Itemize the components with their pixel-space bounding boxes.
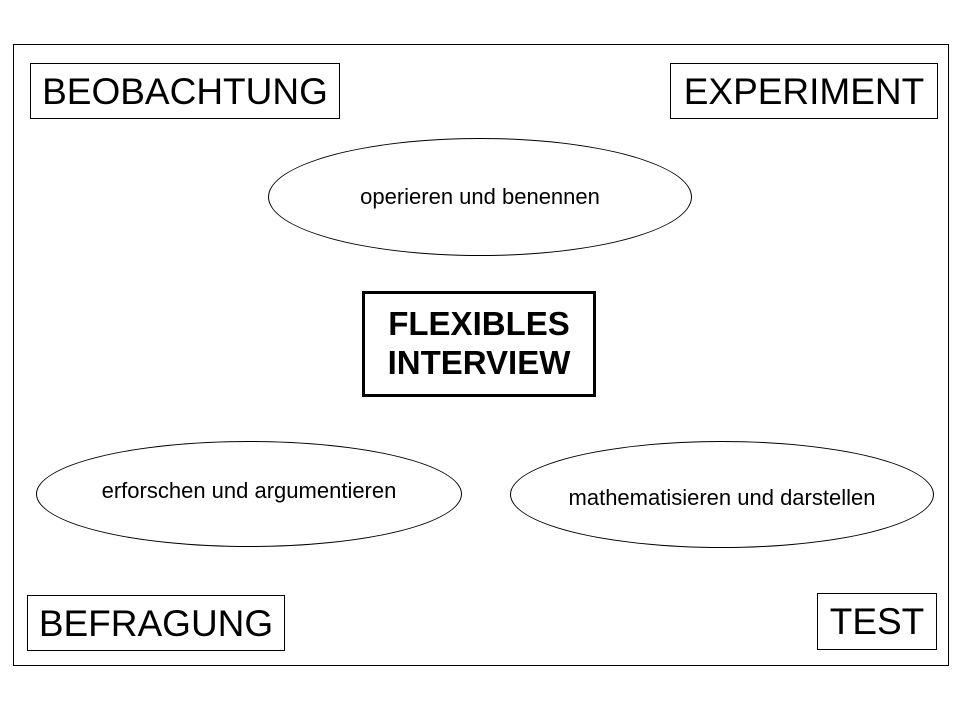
activity-ellipse-mathematisieren: mathematisieren und darstellen [510,441,934,548]
method-label: TEST [829,601,925,642]
diagram-frame [13,44,949,666]
activity-label: erforschen und argumentieren [101,478,397,503]
activity-ellipse-erforschen: erforschen und argumentieren [36,441,462,547]
activity-label: operieren und benennen [360,184,600,209]
method-box-befragung: BEFRAGUNG [27,595,285,651]
method-box-test: TEST [817,593,937,650]
activity-ellipse-operieren: operieren und benennen [268,138,692,256]
center-box-flexibles-interview: FLEXIBLES INTERVIEW [362,291,596,397]
center-title-line2: INTERVIEW [387,344,571,381]
method-box-beobachtung: BEOBACHTUNG [30,63,340,119]
activity-label: mathematisieren und darstellen [568,484,876,510]
method-box-experiment: EXPERIMENT [670,63,938,119]
center-title-line1: FLEXIBLES [388,305,570,343]
method-label: EXPERIMENT [683,70,925,112]
method-label: BEOBACHTUNG [42,70,328,112]
method-label: BEFRAGUNG [38,602,274,644]
